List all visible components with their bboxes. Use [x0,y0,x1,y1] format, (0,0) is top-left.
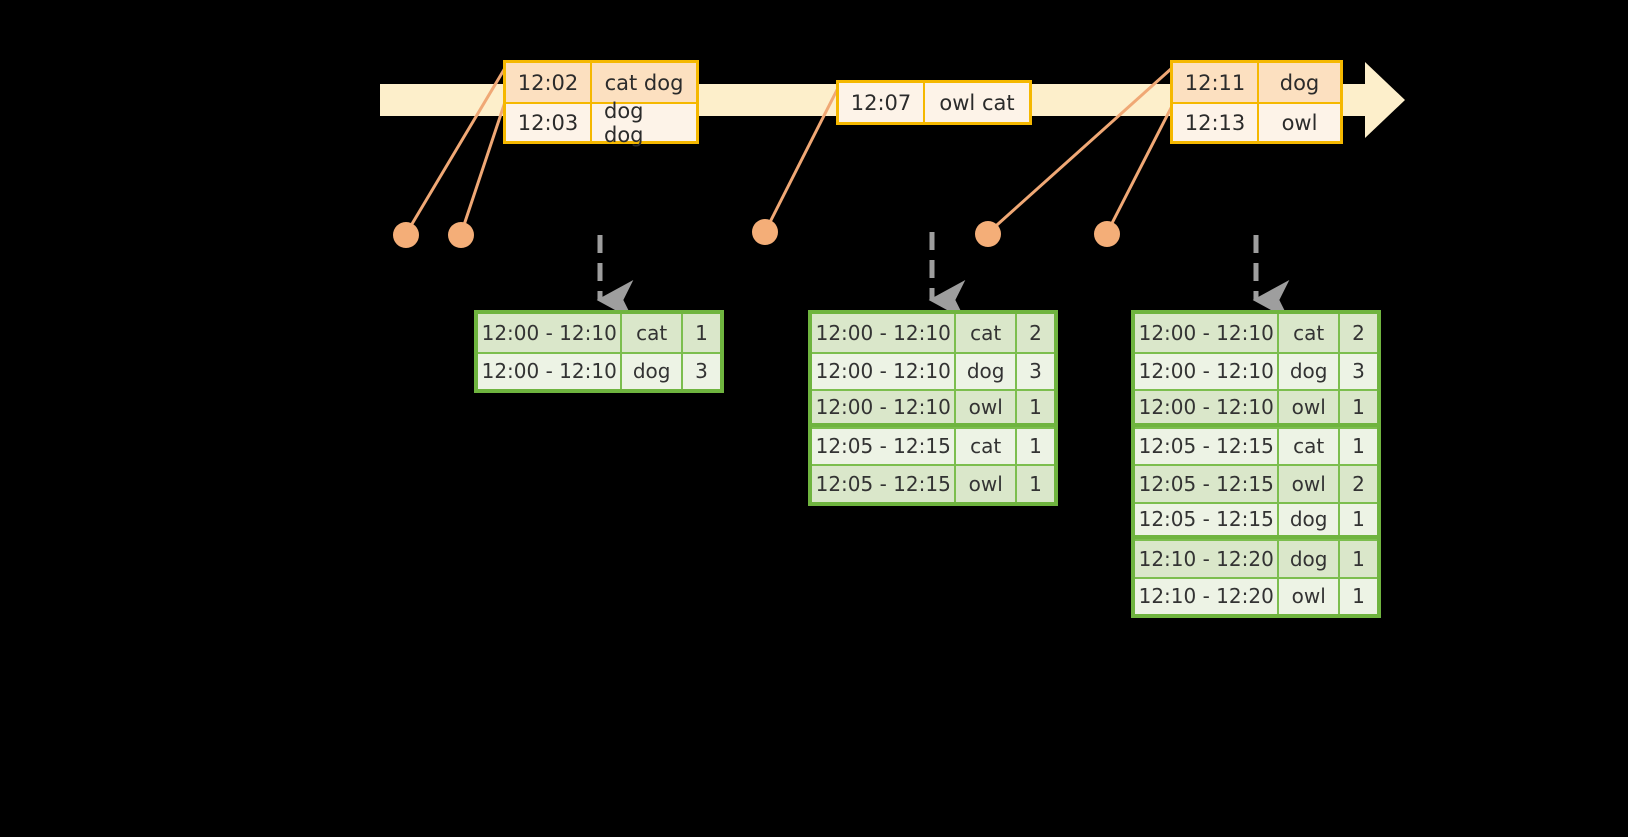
cell-count: 1 [1339,503,1377,535]
event-dot-3 [752,219,778,245]
cell-count: 3 [682,353,720,389]
connector-line-5 [1105,105,1174,234]
cell-count: 2 [1339,466,1377,502]
event-time: 12:03 [506,104,592,141]
cell-window: 12:00 - 12:10 [812,314,957,352]
cell-count: 1 [1016,428,1054,464]
cell-count: 1 [1339,578,1377,614]
cell-window: 12:00 - 12:10 [1135,314,1280,352]
cell-label: owl [956,466,1017,502]
cell-window: 12:10 - 12:20 [1135,578,1280,614]
table-row[interactable]: 12:00 - 12:10 owl 1 [1135,389,1377,427]
table-row[interactable]: 12:00 - 12:10 cat 2 [1135,314,1377,352]
table-row[interactable]: 12:05 - 12:15 cat 1 [812,426,1054,464]
event-time: 12:07 [839,83,925,122]
event-dot-5 [1094,221,1120,247]
event-dot-1 [393,222,419,248]
event-text: dog [1259,63,1340,102]
table-row[interactable]: 12:00 - 12:10 owl 1 [812,389,1054,427]
cell-window: 12:00 - 12:10 [1135,391,1280,423]
event-row[interactable]: 12:07 owl cat [839,83,1029,122]
cell-count: 3 [1339,353,1377,389]
cell-count: 1 [1339,541,1377,577]
table-row[interactable]: 12:00 - 12:10 cat 1 [478,314,720,352]
table-row[interactable]: 12:10 - 12:20 owl 1 [1135,576,1377,614]
connector-line-3 [763,87,840,233]
cell-label: dog [622,353,683,389]
table-row[interactable]: 12:00 - 12:10 dog 3 [812,351,1054,389]
cell-label: dog [1279,503,1340,535]
result-table-3[interactable]: 12:00 - 12:10 cat 2 12:00 - 12:10 dog 3 … [1131,310,1381,618]
cell-window: 12:00 - 12:10 [812,391,957,423]
cell-window: 12:05 - 12:15 [812,428,957,464]
cell-count: 3 [1016,353,1054,389]
event-text: owl [1259,104,1340,141]
event-row[interactable]: 12:11 dog [1173,63,1340,102]
cell-label: dog [1279,541,1340,577]
cell-count: 1 [1016,466,1054,502]
event-dot-4 [975,221,1001,247]
table-row[interactable]: 12:05 - 12:15 cat 1 [1135,426,1377,464]
cell-count: 1 [1339,391,1377,423]
cell-window: 12:00 - 12:10 [478,314,623,352]
table-row[interactable]: 12:05 - 12:15 dog 1 [1135,501,1377,539]
event-box-3[interactable]: 12:11 dog 12:13 owl [1170,60,1343,144]
cell-label: cat [1279,314,1340,352]
event-dots [393,219,1120,248]
cell-window: 12:05 - 12:15 [1135,503,1280,535]
table-row[interactable]: 12:10 - 12:20 dog 1 [1135,539,1377,577]
cell-count: 1 [1016,391,1054,423]
event-row[interactable]: 12:02 cat dog [506,63,696,102]
cell-window: 12:10 - 12:20 [1135,541,1280,577]
event-row[interactable]: 12:03 dog dog [506,99,696,147]
table-row[interactable]: 12:00 - 12:10 dog 3 [1135,351,1377,389]
event-text: dog dog [592,99,696,147]
event-box-1[interactable]: 12:02 cat dog 12:03 dog dog [503,60,699,147]
event-box-2[interactable]: 12:07 owl cat [836,80,1032,125]
flow-arrows [596,232,1290,320]
cell-label: owl [956,391,1017,423]
table-row[interactable]: 12:05 - 12:15 owl 2 [1135,464,1377,502]
cell-count: 2 [1016,314,1054,352]
cell-window: 12:05 - 12:15 [812,466,957,502]
event-time: 12:02 [506,63,592,102]
cell-label: owl [1279,391,1340,423]
cell-count: 1 [682,314,720,352]
event-time: 12:11 [1173,63,1259,102]
event-time: 12:13 [1173,104,1259,141]
cell-count: 1 [1339,428,1377,464]
cell-label: cat [1279,428,1340,464]
connector-line-2 [459,101,507,235]
cell-window: 12:05 - 12:15 [1135,428,1280,464]
event-text: owl cat [925,83,1029,122]
cell-count: 2 [1339,314,1377,352]
table-row[interactable]: 12:00 - 12:10 dog 3 [478,351,720,389]
result-table-1[interactable]: 12:00 - 12:10 cat 1 12:00 - 12:10 dog 3 [474,310,724,393]
cell-label: cat [956,314,1017,352]
cell-window: 12:05 - 12:15 [1135,466,1280,502]
table-row[interactable]: 12:00 - 12:10 cat 2 [812,314,1054,352]
cell-label: cat [622,314,683,352]
cell-label: owl [1279,578,1340,614]
cell-window: 12:00 - 12:10 [478,353,623,389]
event-text: cat dog [592,63,696,102]
cell-window: 12:00 - 12:10 [812,353,957,389]
cell-label: owl [1279,466,1340,502]
cell-window: 12:00 - 12:10 [1135,353,1280,389]
cell-label: dog [956,353,1017,389]
connector-line-1 [404,67,507,235]
result-table-2[interactable]: 12:00 - 12:10 cat 2 12:00 - 12:10 dog 3 … [808,310,1058,506]
cell-label: cat [956,428,1017,464]
event-row[interactable]: 12:13 owl [1173,102,1340,141]
table-row[interactable]: 12:05 - 12:15 owl 1 [812,464,1054,502]
cell-label: dog [1279,353,1340,389]
event-dot-2 [448,222,474,248]
